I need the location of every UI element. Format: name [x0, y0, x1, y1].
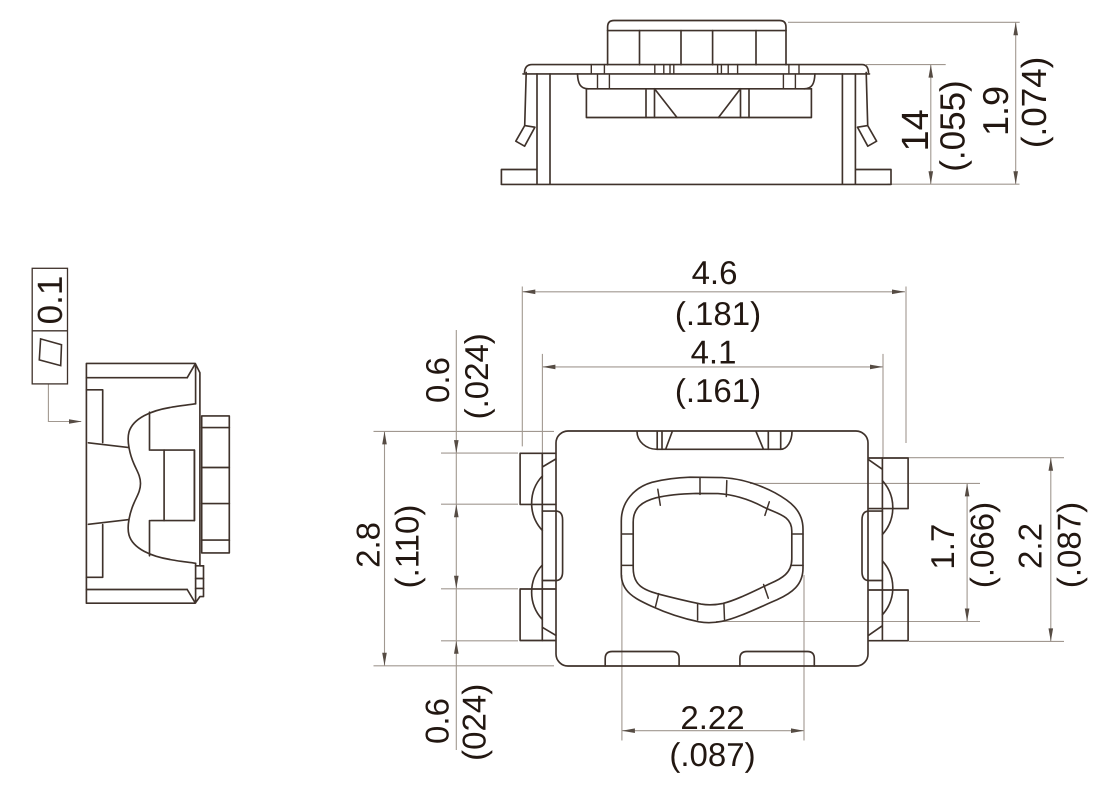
svg-text:4.1: 4.1 [691, 334, 737, 371]
svg-text:(.066): (.066) [964, 502, 1001, 588]
svg-text:(.181): (.181) [675, 295, 761, 332]
svg-text:(024): (024) [455, 684, 492, 761]
svg-text:(.087): (.087) [669, 736, 755, 773]
svg-text:2.8: 2.8 [349, 522, 386, 568]
svg-text:(.161): (.161) [675, 372, 761, 409]
svg-text:(.087): (.087) [1051, 502, 1088, 588]
svg-text:(.074): (.074) [1015, 57, 1054, 148]
svg-text:4.6: 4.6 [692, 254, 738, 291]
svg-text:2.22: 2.22 [680, 699, 744, 736]
svg-text:14: 14 [895, 109, 937, 151]
svg-text:2.2: 2.2 [1011, 523, 1048, 569]
svg-text:1.7: 1.7 [924, 524, 961, 570]
svg-text:1.9: 1.9 [975, 86, 1016, 136]
svg-text:(.024): (.024) [458, 333, 495, 419]
svg-text:0.6: 0.6 [419, 357, 456, 403]
svg-text:0.1: 0.1 [31, 276, 70, 325]
svg-text:0.6: 0.6 [419, 698, 456, 744]
svg-text:(.110): (.110) [389, 505, 426, 589]
svg-text:(.055): (.055) [933, 80, 972, 171]
